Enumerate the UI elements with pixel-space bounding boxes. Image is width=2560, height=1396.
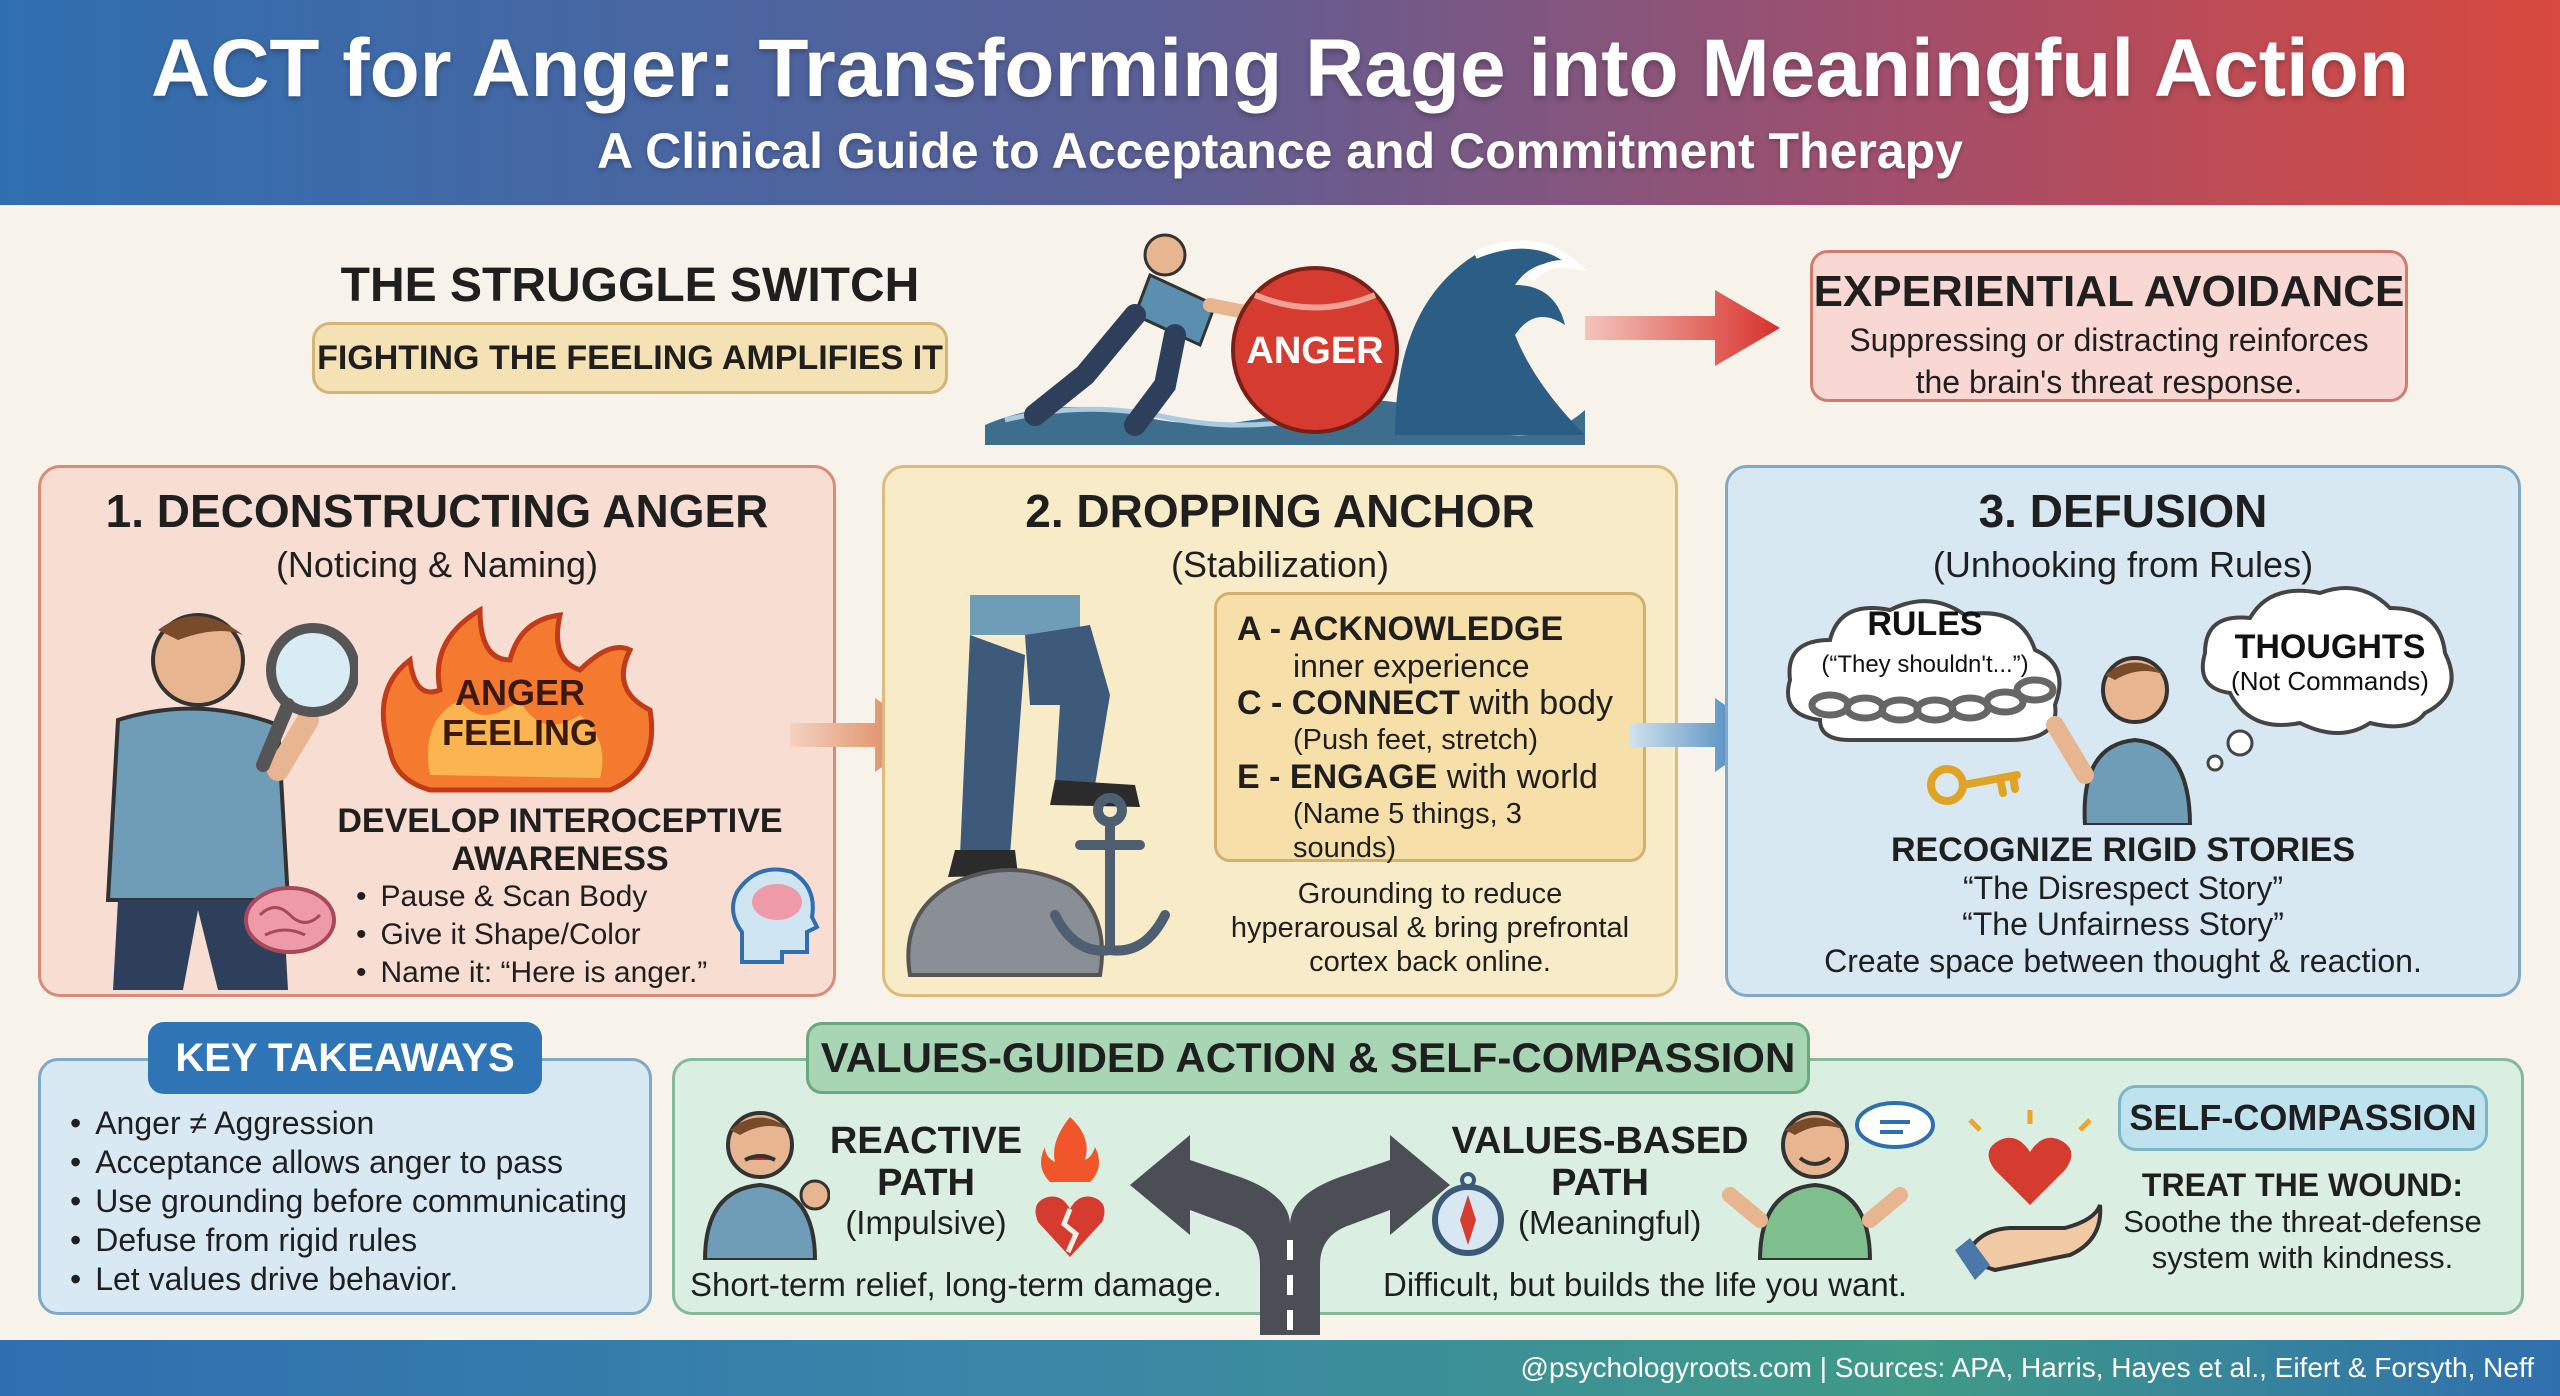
list-item: Let values drive behavior. xyxy=(70,1260,650,1299)
panel1-title: 1. DECONSTRUCTING ANGER xyxy=(105,485,769,537)
interoceptive-heading-line-2: AWARENESS xyxy=(451,840,669,878)
grounding-note-line-2: hyperarousal & bring prefrontal xyxy=(1230,912,1630,944)
struggle-title: THE STRUGGLE SWITCH xyxy=(340,259,920,312)
panel2-title: 2. DROPPING ANCHOR xyxy=(1025,485,1535,537)
reactive-line-2: PATH xyxy=(877,1162,975,1204)
reactive-path-label: REACTIVE PATH xyxy=(826,1120,1026,1204)
flame-line-2: FEELING xyxy=(442,712,598,753)
reactive-note: Short-term relief, long-term damage. xyxy=(690,1266,1222,1303)
chain-icon xyxy=(1808,676,2057,724)
thoughts-sub: (Not Commands) xyxy=(2231,666,2429,696)
ace-engage: E - ENGAGE with world xyxy=(1237,758,1598,796)
struggle-scene-illustration: ANGER xyxy=(985,233,1589,445)
avoidance-title: EXPERIENTIAL AVOIDANCE xyxy=(1813,267,2405,316)
valued-note: Difficult, but builds the life you want. xyxy=(1383,1266,1908,1303)
key-icon xyxy=(1927,765,2021,805)
grounding-note-line-1: Grounding to reduce xyxy=(1297,878,1563,910)
angry-person-icon xyxy=(702,1111,830,1260)
list-item: Pause & Scan Body xyxy=(356,878,716,916)
reactive-sub: (Impulsive) xyxy=(845,1204,1007,1241)
values-title: VALUES-GUIDED ACTION & SELF-COMPASSION xyxy=(806,1022,1810,1094)
calm-person-icon xyxy=(2046,656,2193,825)
key-takeaways-title: KEY TAKEAWAYS xyxy=(148,1022,542,1094)
story-disrespect: “The Disrespect Story” xyxy=(1962,870,2284,906)
ace-engage-sub: (Name 5 things, 3 sounds) xyxy=(1293,798,1522,864)
defusion-closing: Create space between thought & reaction. xyxy=(1824,943,2422,979)
rules-cloud-icon: RULES (“They shouldn't...”) xyxy=(1786,599,2062,742)
compass-icon xyxy=(1432,1172,1504,1256)
ace-acknowledge-sub: inner experience xyxy=(1293,648,1530,684)
ace-connect: C - CONNECT with body xyxy=(1237,684,1613,722)
valued-line-2: PATH xyxy=(1551,1162,1649,1204)
heart-hand-icon xyxy=(1955,1110,2103,1280)
ace-steps-box: A - ACKNOWLEDGE inner experience C - CON… xyxy=(1214,592,1646,864)
list-item: Defuse from rigid rules xyxy=(70,1221,650,1260)
arrow-right-icon xyxy=(1585,290,1780,366)
valued-path-label: VALUES-BASED PATH xyxy=(1440,1120,1760,1204)
struggle-pill: FIGHTING THE FEELING AMPLIFIES IT xyxy=(312,322,948,394)
wave-icon xyxy=(1395,244,1585,435)
reactive-line-1: REACTIVE xyxy=(829,1120,1023,1162)
happy-person-icon xyxy=(1722,1101,1935,1260)
list-item: Acceptance allows anger to pass xyxy=(70,1143,650,1182)
panel3-title: 3. DEFUSION xyxy=(1978,485,2268,537)
experiential-avoidance-box: EXPERIENTIAL AVOIDANCE Suppressing or di… xyxy=(1810,250,2408,402)
grounding-note-line-3: cortex back online. xyxy=(1309,946,1551,978)
page-title: ACT for Anger: Transforming Rage into Me… xyxy=(150,23,2409,114)
flame-broken-heart-icon xyxy=(1035,1117,1105,1257)
thoughts-cloud-icon: THOUGHTS (Not Commands) xyxy=(2200,586,2454,772)
header-banner: ACT for Anger: Transforming Rage into Me… xyxy=(0,0,2560,205)
self-compassion-text: TREAT THE WOUND: Soothe the threat-defen… xyxy=(2100,1166,2505,1276)
rules-title: RULES xyxy=(1867,605,1982,643)
sc-line-2: system with kindness. xyxy=(2151,1240,2454,1275)
person-pushing-icon xyxy=(1024,233,1267,436)
avoidance-line-1: Suppressing or distracting reinforces xyxy=(1849,322,2369,358)
panel3-subtitle: (Unhooking from Rules) xyxy=(1932,544,2314,585)
brain-icon xyxy=(244,886,336,954)
anger-flame-icon: ANGER FEELING xyxy=(380,605,655,793)
page-subtitle: A Clinical Guide to Acceptance and Commi… xyxy=(597,123,1963,179)
valued-sub: (Meaningful) xyxy=(1518,1204,1702,1241)
rigid-stories: RECOGNIZE RIGID STORIES “The Disrespect … xyxy=(1740,830,2506,980)
panel1-list: Pause & Scan Body Give it Shape/Color Na… xyxy=(356,878,716,992)
sc-heading: TREAT THE WOUND: xyxy=(2141,1167,2464,1203)
footer-credits: @psychologyroots.com | Sources: APA, Har… xyxy=(0,1340,2560,1396)
rigid-stories-heading: RECOGNIZE RIGID STORIES xyxy=(1890,831,2356,869)
anger-ball-icon xyxy=(1231,266,1399,434)
story-unfairness: “The Unfairness Story” xyxy=(1962,906,2284,942)
grounding-note: Grounding to reduce hyperarousal & bring… xyxy=(1200,877,1660,979)
list-item: Name it: “Here is anger.” xyxy=(356,954,716,992)
avoidance-line-2: the brain's threat response. xyxy=(1915,364,2303,400)
crossroads-icon xyxy=(1130,1135,1450,1335)
valued-line-1: VALUES-BASED xyxy=(1451,1120,1749,1162)
thoughts-title: THOUGHTS xyxy=(2235,628,2426,666)
takeaways-list: Anger ≠ Aggression Acceptance allows ang… xyxy=(70,1104,650,1299)
anger-ball-label: ANGER xyxy=(1246,330,1383,372)
rules-sub: (“They shouldn't...”) xyxy=(1821,651,2028,678)
interoceptive-heading-line-1: DEVELOP INTEROCEPTIVE xyxy=(337,802,783,840)
foot-on-rock-anchor-icon xyxy=(906,595,1170,977)
head-brain-icon xyxy=(731,867,820,964)
panel1-subtitle: (Noticing & Naming) xyxy=(275,544,599,585)
speech-bubble-icon xyxy=(1855,1101,1935,1149)
interoceptive-heading: DEVELOP INTEROCEPTIVE AWARENESS xyxy=(300,802,820,878)
anchor-icon xyxy=(1050,793,1170,956)
panel2-subtitle: (Stabilization) xyxy=(1170,544,1390,585)
flame-line-1: ANGER xyxy=(455,672,585,713)
list-item: Use grounding before communicating xyxy=(70,1182,650,1221)
sc-line-1: Soothe the threat-defense xyxy=(2123,1204,2482,1239)
self-compassion-title: SELF-COMPASSION xyxy=(2118,1085,2488,1151)
list-item: Anger ≠ Aggression xyxy=(70,1104,650,1143)
ace-connect-sub: (Push feet, stretch) xyxy=(1293,724,1538,756)
list-item: Give it Shape/Color xyxy=(356,916,716,954)
ace-acknowledge: A - ACKNOWLEDGE xyxy=(1237,610,1564,648)
